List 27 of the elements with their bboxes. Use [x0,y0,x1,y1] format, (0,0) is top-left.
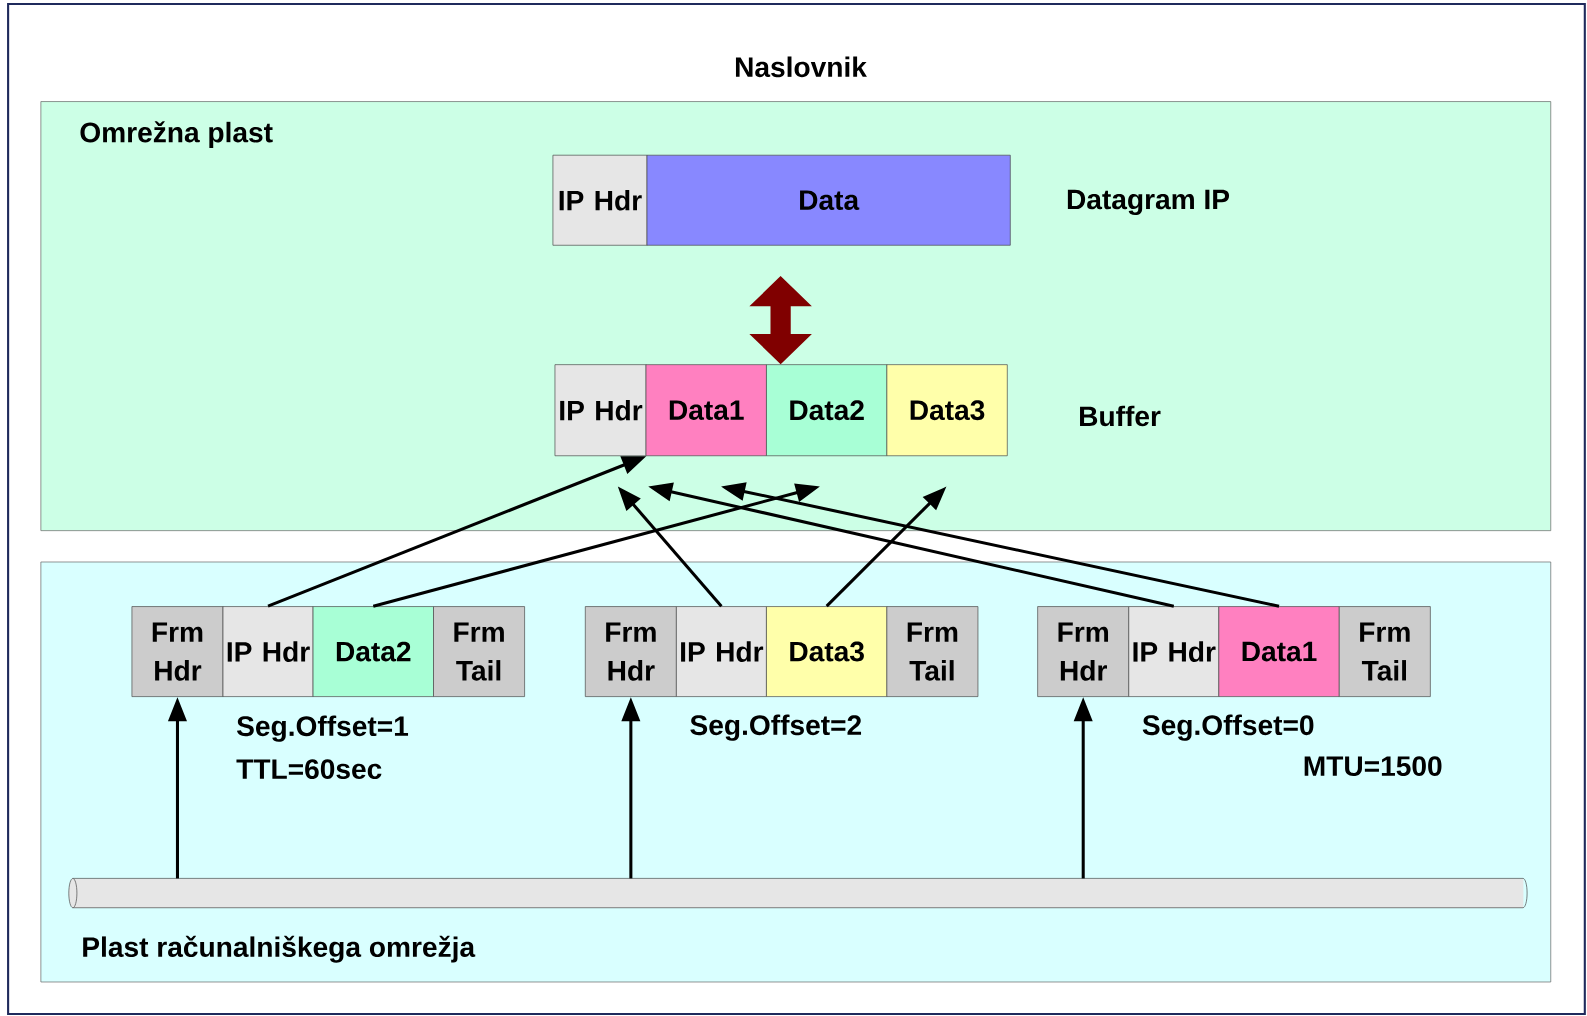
packet-field: Frm Tail [1338,606,1431,697]
network-cable [68,878,1528,909]
packet-field: Data1 [645,364,767,457]
segment-note: Seg.Offset=0 [1142,714,1314,741]
packet-field: Data2 [766,364,888,457]
packet-field: Data1 [1218,606,1340,697]
packet-field: Data2 [312,606,434,697]
segment-note: Seg.Offset=2 [690,714,862,741]
packet-field: Data3 [886,364,1008,457]
packet-field: Frm Tail [433,606,525,697]
packet-caption: Datagram IP [1067,189,1230,216]
packet-field: IP Hdr [1128,606,1220,697]
packet-field: Frm Hdr [1037,606,1130,697]
packet-field: Frm Hdr [131,606,224,697]
packet-field: Data3 [766,606,888,697]
packet-caption: Buffer [1080,405,1161,427]
packet-field: Data [646,154,1011,246]
segment-note: Seg.Offset=1 [236,715,409,742]
title: Naslovnik [735,56,867,78]
packet-field: Frm Tail [886,606,979,697]
segment-note: TTL=60sec [236,759,382,780]
packet-field: IP Hdr [676,606,767,697]
packet-field: IP Hdr [222,606,314,697]
packet-field: IP Hdr [554,364,647,457]
segment-note: MTU=1500 [1304,756,1442,777]
packet-field: Frm Hdr [584,606,677,697]
packet-field: IP Hdr [552,154,648,246]
